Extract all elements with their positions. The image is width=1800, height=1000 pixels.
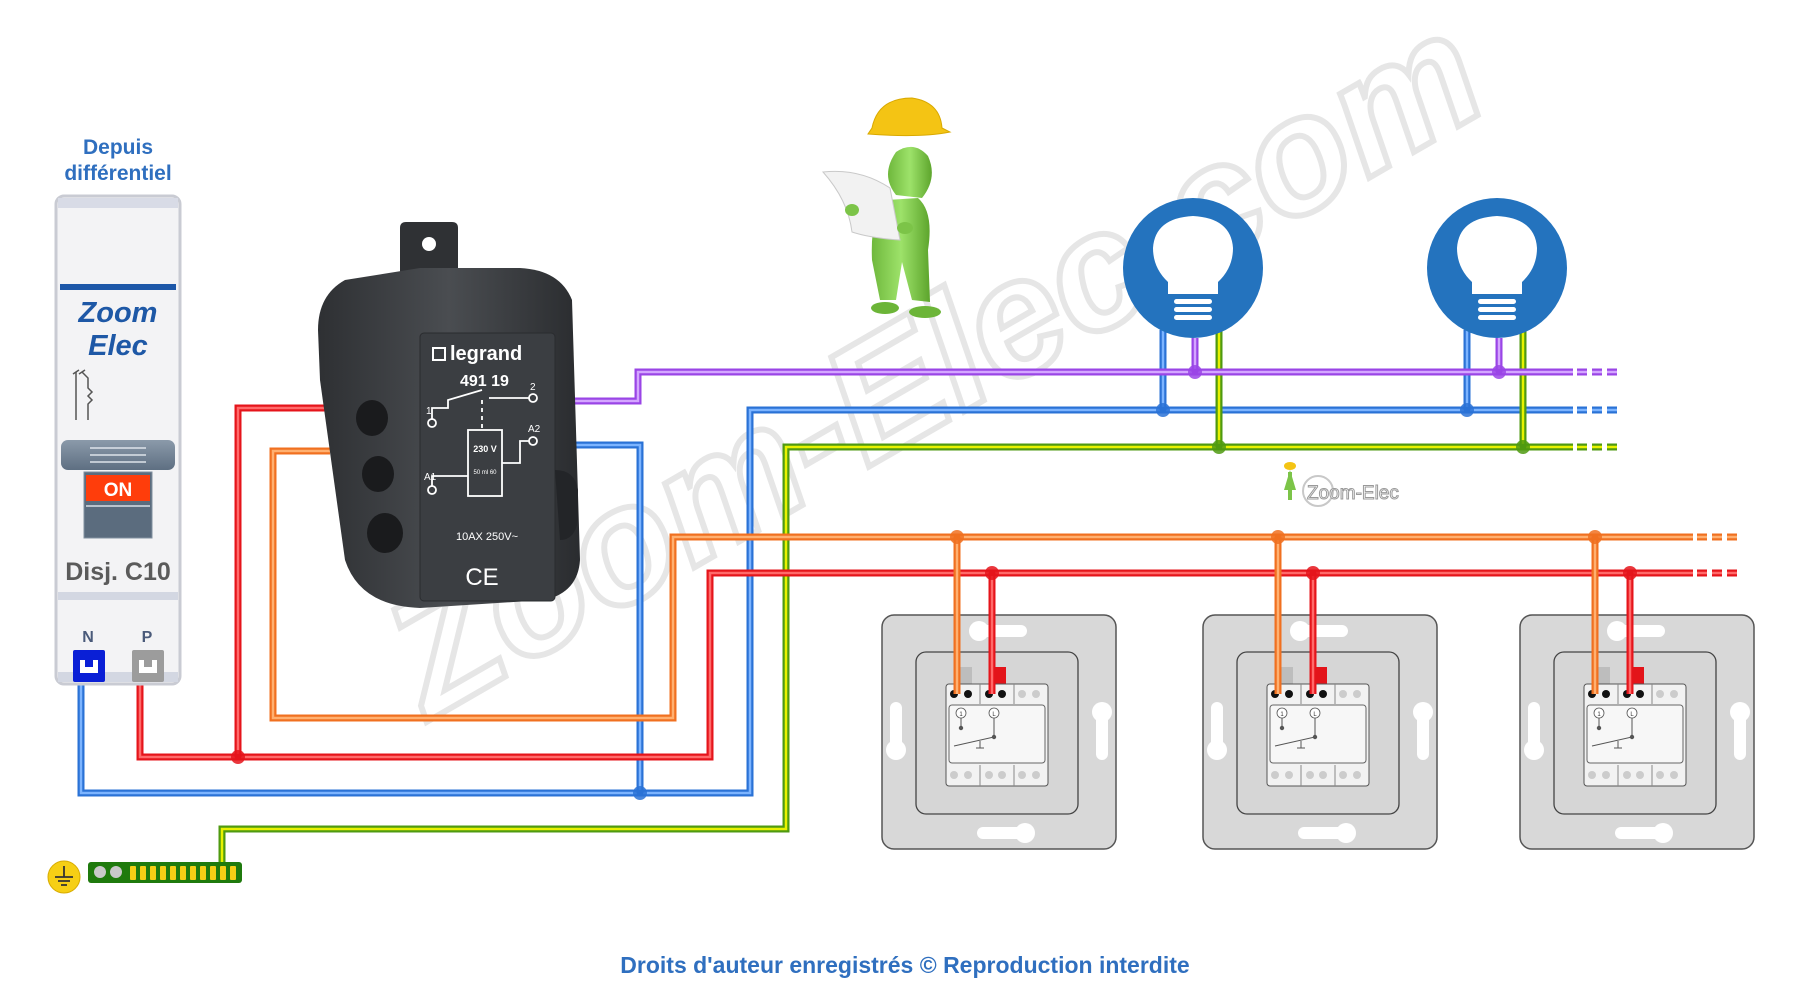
relay-telerupteur[interactable]: legrand 491 19 1 2 A1 A2 230 V 50 ml 60 …	[318, 222, 580, 608]
control-wire-main	[269, 447, 1739, 722]
phase-wire-main	[136, 569, 1739, 761]
lamp-return-wire	[567, 368, 1619, 405]
neutral-junction-lamp-2	[1460, 403, 1474, 417]
relay-terminal-2: 2	[530, 382, 536, 393]
neutral-wire-relay-a2	[567, 441, 644, 793]
relay-coil-voltage: 230 V	[473, 444, 497, 454]
switch-terminal-1: 1	[959, 712, 963, 718]
source-label-line2: différentiel	[64, 162, 171, 185]
earth-symbol-icon	[47, 860, 81, 894]
breaker-toggle[interactable]: ON	[61, 440, 175, 539]
breaker-brand-line1: Zoom	[78, 297, 158, 329]
terminal-p-label: P	[142, 629, 153, 646]
terminal-n-label: N	[82, 629, 94, 646]
switch-terminal-l: L	[1313, 712, 1317, 718]
control-junction-switch-2	[1271, 530, 1285, 544]
neutral-junction	[633, 786, 647, 800]
neutral-junction-lamp-1	[1156, 403, 1170, 417]
earth-junction-lamp-2	[1516, 440, 1530, 454]
logo-text: Zoom-Elec	[1307, 483, 1399, 504]
worker-figure-icon	[821, 97, 952, 318]
relay-terminal-1: 1	[426, 406, 432, 417]
phase-wire-relay	[234, 404, 330, 757]
breaker-state-label: ON	[104, 480, 133, 501]
relay-rating: 10AX 250V~	[456, 531, 518, 543]
copyright-footer: Droits d'auteur enregistrés © Reproducti…	[620, 952, 1189, 978]
breaker-symbol-icon	[72, 369, 94, 420]
return-junction-lamp-2	[1492, 365, 1506, 379]
phase-junction-switch-3	[1623, 566, 1637, 580]
switch-terminal-1: 1	[1280, 712, 1284, 718]
switch-terminal-l: L	[992, 712, 996, 718]
earth-wire-main	[218, 443, 1619, 862]
control-junction-switch-1	[950, 530, 964, 544]
terminal-n[interactable]	[73, 650, 105, 682]
lamp-1[interactable]	[1123, 198, 1263, 338]
phase-junction-switch-2	[1306, 566, 1320, 580]
relay-reference: 491 19	[460, 373, 509, 390]
control-junction-switch-3	[1588, 530, 1602, 544]
phase-junction	[231, 750, 245, 764]
earth-bar[interactable]	[88, 862, 242, 883]
relay-coil-sub: 50 ml 60	[473, 470, 497, 476]
earth-junction-lamp-1	[1212, 440, 1226, 454]
terminal-p[interactable]	[132, 650, 164, 682]
switch-terminal-1: 1	[1597, 712, 1601, 718]
relay-terminal-a1: A1	[424, 472, 437, 483]
return-junction-lamp-1	[1188, 365, 1202, 379]
relay-brand: legrand	[450, 343, 522, 365]
phase-junction-switch-1	[985, 566, 999, 580]
relay-terminal-a2: A2	[528, 424, 541, 435]
wires	[77, 330, 1739, 862]
relay-screws	[356, 400, 403, 553]
circuit-breaker[interactable]: Zoom Elec ON Disj. C10 N P	[54, 194, 182, 686]
lamp-2[interactable]	[1427, 198, 1567, 338]
zoom-elec-logo: Zoom-Elec	[1284, 462, 1399, 507]
legrand-logo-icon	[432, 347, 446, 361]
breaker-brand-line2: Elec	[88, 330, 148, 362]
source-label-line1: Depuis	[83, 136, 153, 159]
breaker-rating: Disj. C10	[65, 558, 171, 586]
light-bulb-icon	[1153, 216, 1233, 320]
light-bulb-icon	[1457, 216, 1537, 320]
switch-drop-wires	[950, 530, 1637, 694]
switch-terminal-l: L	[1630, 712, 1634, 718]
relay-schematic-icon	[427, 389, 538, 497]
neutral-wire-main	[77, 406, 1619, 797]
ce-marking-icon: CE	[465, 564, 498, 591]
